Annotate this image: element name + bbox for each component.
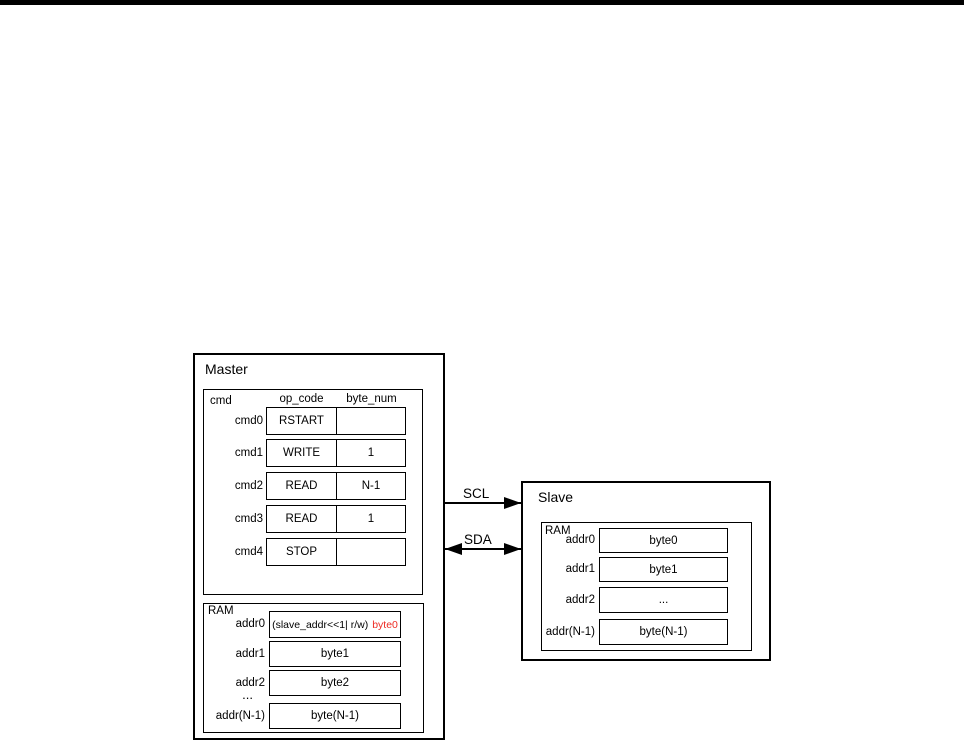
sda-line: [445, 548, 521, 550]
master-ram-row-label: addr0: [235, 618, 265, 630]
slave-ram-row: byte1: [599, 557, 728, 582]
cmd-row: READ 1: [266, 505, 406, 533]
cmd-row: WRITE 1: [266, 439, 406, 467]
top-border-bar: [0, 0, 964, 5]
cmd-row-byte-num: N-1: [361, 480, 381, 492]
addr0-value-highlight: byte0: [372, 618, 398, 631]
sda-arrowhead-right-icon: [504, 543, 521, 555]
cmd-row-byte-num: 1: [367, 447, 375, 459]
master-ram-row-label: addr2: [235, 677, 265, 689]
slave-ram-row-label: addr1: [565, 563, 595, 575]
slave-ram-row-label: addr0: [565, 534, 595, 546]
master-ram-row-label: addr(N-1): [215, 710, 265, 722]
cmd-col-header-op-code: op_code: [279, 393, 324, 405]
cmd-row-byte-num: [337, 539, 405, 565]
cmd-row: READ N-1: [266, 472, 406, 500]
master-ram-label: RAM: [208, 605, 234, 617]
cmd-row-label: cmd2: [234, 480, 263, 492]
cmd-row: RSTART: [266, 407, 406, 435]
cmd-row-op-code: STOP: [267, 539, 337, 565]
slave-ram-row: byte0: [599, 528, 728, 553]
addr0-value: (slave_addr<<1| r/w): [272, 618, 369, 631]
cmd-table-label: cmd: [210, 395, 232, 407]
slave-ram-label: RAM: [545, 525, 571, 537]
slave-ram-row-label: addr2: [565, 594, 595, 606]
cmd-col-header-byte-num: byte_num: [346, 393, 397, 405]
cmd-row-label: cmd4: [234, 546, 263, 558]
slave-ram-row: ...: [599, 587, 728, 613]
cmd-row-label: cmd3: [234, 513, 263, 525]
scl-label: SCL: [463, 486, 490, 501]
master-ram-row: byte1: [269, 641, 401, 667]
cmd-row-byte-num: [337, 408, 405, 434]
master-ram-ellipsis: ...: [242, 687, 253, 702]
scl-arrowhead-right-icon: [504, 497, 521, 509]
sda-arrowhead-left-icon: [445, 543, 462, 555]
cmd-row-op-code: READ: [267, 506, 337, 532]
slave-ram-row-label: addr(N-1): [545, 626, 595, 638]
scl-line: [445, 502, 521, 504]
master-ram-row: byte(N-1): [269, 703, 401, 729]
master-title: Master: [205, 361, 248, 377]
sda-label: SDA: [464, 532, 492, 547]
slave-title: Slave: [538, 489, 574, 505]
cmd-row: STOP: [266, 538, 406, 566]
master-ram-row-label: addr1: [235, 648, 265, 660]
master-ram-row: byte2: [269, 670, 401, 696]
master-ram-row-addr0: (slave_addr<<1| r/w)byte0: [269, 611, 401, 638]
cmd-row-byte-num: 1: [367, 513, 375, 525]
cmd-row-label: cmd1: [234, 447, 263, 459]
cmd-row-op-code: READ: [267, 473, 337, 499]
cmd-row-op-code: RSTART: [267, 408, 337, 434]
slave-ram-row: byte(N-1): [599, 619, 728, 645]
cmd-row-op-code: WRITE: [267, 440, 337, 466]
cmd-row-label: cmd0: [234, 415, 263, 427]
